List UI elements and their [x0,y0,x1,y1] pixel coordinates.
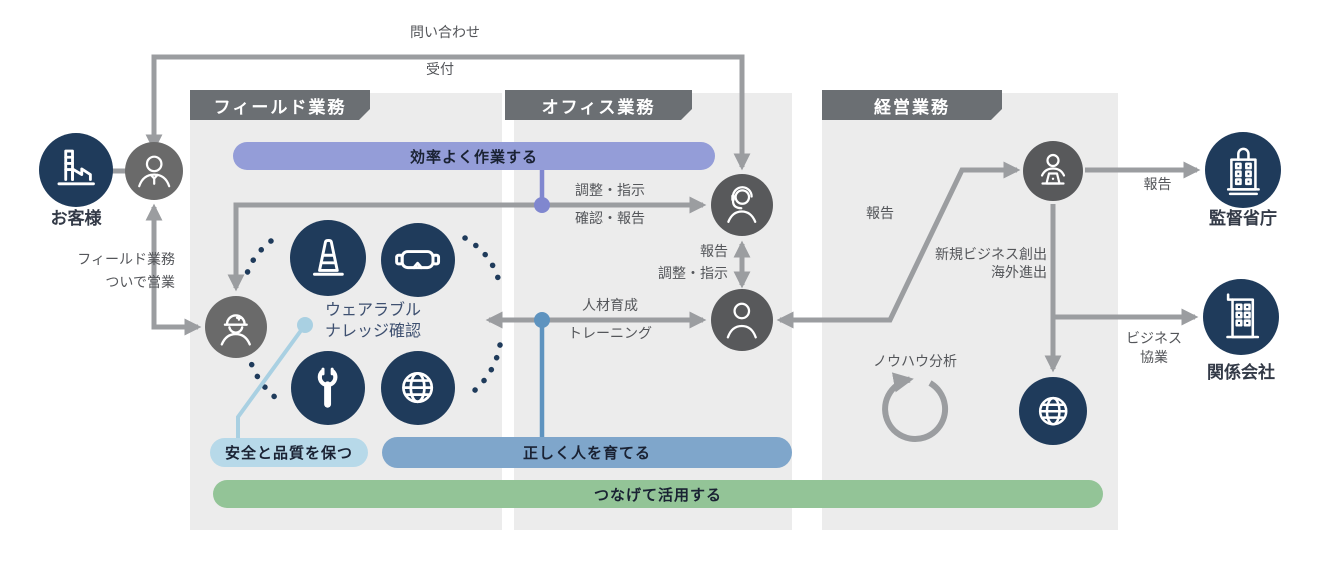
customer-worker-connector [145,203,202,336]
report-office-label-line: 報告 [700,244,728,260]
wrench-icon [318,366,338,409]
report-management-edge-label: 報告 [866,206,894,222]
business-label-line: ビジネス [1126,331,1182,347]
customer-label: お客様 [50,209,102,229]
reception-edge-label: 受付 [426,62,454,78]
field-worker-node [205,296,267,358]
headset-person-icon [727,186,757,224]
safety-cone-node [290,220,366,296]
knowhow-analysis-label: ノウハウ分析 [873,354,957,370]
smart-glasses-node [381,223,455,297]
dotted-link-arcs [242,235,503,401]
traffic-cone-icon [312,238,344,276]
bar-link-stubs [236,168,550,439]
management-network-node [1019,377,1087,445]
ministry-label: 監督省庁 [1209,209,1277,229]
customer-person-node [125,142,183,200]
office-management-connector [776,161,1021,329]
adjust-instruct2-label-line: 調整・指示 [658,266,728,282]
partner-company-node [1203,279,1279,355]
field-sales-edge-label: フィールド業務 ついで営業 [30,249,175,295]
report-adjust-edge-label: 報告 調整・指示 [640,241,728,285]
training-edge-label: トレーニング [568,326,652,342]
person-icon [726,302,758,339]
inquiry-edge-label: 問い合わせ [410,25,480,41]
knowhow-cycle-icon [882,372,949,442]
efficiency-bar: 効率よく作業する [233,142,715,170]
office-trainer-node [711,289,773,351]
wearable-label-line2: ナレッジ確認 [324,321,421,340]
field-network-node [381,351,455,425]
safety-quality-bar: 安全と品質を保つ [210,438,368,467]
new-business-edge-label: 新規ビジネス創出 海外進出 [887,246,1047,282]
customer-node [39,133,113,207]
new-business-label-line: 新規ビジネス創出 [935,247,1047,263]
connect-utilize-bar: つなげて活用する [213,480,1103,508]
office-operator-node [711,174,773,236]
globe-icon [402,372,434,404]
overseas-label-line: 海外進出 [991,265,1047,281]
laptop-person-icon [1040,153,1066,185]
wearable-label-line1: ウェアラブル [324,300,421,319]
confirm-report-edge-label: 確認・報告 [575,211,645,227]
ministry-node [1205,132,1281,208]
develop-people-bar: 正しく人を育てる [382,437,792,468]
field-work-label-line: フィールド業務 [77,252,175,268]
business-collaboration-edge-label: ビジネス 協業 [1119,330,1189,368]
management-person-node [1023,141,1083,201]
report-ministry-edge-label: 報告 [1143,177,1172,193]
hr-development-edge-label: 人材育成 [582,298,638,314]
goggles-icon [395,250,441,270]
maintenance-node [291,351,365,425]
factory-icon [57,150,96,186]
side-sales-label-line: ついで営業 [105,275,175,291]
adjust-instruct-edge-label: 調整・指示 [575,183,645,199]
wearable-knowledge-label: ウェアラブル ナレッジ確認 [298,299,448,341]
partner-label: 関係会社 [1207,363,1275,383]
person-tie-icon [137,155,171,188]
tab-office-operations: オフィス業務 [505,90,692,120]
worker-helmet-icon [220,314,252,346]
collaboration-label-line: 協業 [1140,350,1168,366]
inquiry-reception-connector [145,54,751,171]
office-building-icon [1225,292,1259,338]
tab-management-operations: 経営業務 [822,90,1002,120]
government-building-icon [1226,147,1260,195]
tab-field-operations: フィールド業務 [190,90,370,120]
globe-icon [1038,396,1068,426]
